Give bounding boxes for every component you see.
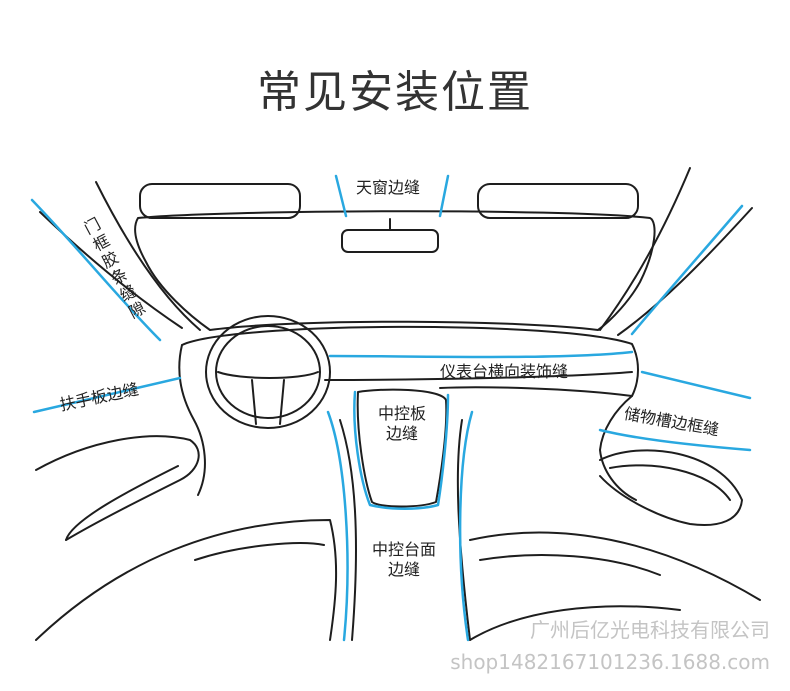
center-panel-label-line1: 中控板 (377, 404, 426, 423)
left-sun-visor (139, 183, 301, 219)
storage-seam-upper (640, 370, 752, 400)
page-title: 常见安装位置 (257, 67, 533, 118)
dashboard-trim (324, 371, 633, 381)
center-console-label-line1: 中控台面 (371, 540, 436, 559)
center-panel-label-line2: 边缝 (385, 424, 418, 443)
center-console-label: 中控台面 边缝 (364, 540, 444, 580)
right-door-handle (599, 449, 743, 526)
company-watermark: 广州后亿光电科技有限公司 (530, 618, 770, 642)
rearview-mirror (341, 229, 439, 253)
armrest-seam (32, 376, 182, 414)
door-frame-seam-left (30, 198, 162, 342)
steering-wheel-outer (205, 315, 331, 429)
right-a-pillar-inner (617, 207, 753, 336)
center-console-label-line2: 边缝 (387, 560, 420, 579)
center-panel (356, 388, 448, 508)
right-sun-visor (477, 183, 639, 219)
right-seat-top (479, 554, 661, 576)
left-seat (35, 519, 338, 641)
dashboard-top (181, 325, 639, 397)
steering-wheel-inner (215, 325, 321, 419)
sunroof-seam-left (334, 174, 348, 218)
left-seat-top (194, 542, 325, 561)
console-seam-right (458, 410, 474, 642)
dashboard-trim-seam (328, 350, 634, 359)
right-door-handle-inner (609, 464, 731, 501)
dashboard-label: 仪表台横向装饰缝 (440, 362, 569, 381)
windshield (134, 210, 656, 331)
storage-seam-lower (598, 428, 752, 452)
console-left-edge (339, 419, 357, 641)
sunroof-label: 天窗边缝 (356, 178, 421, 197)
steering-column (251, 379, 285, 425)
left-a-pillar (95, 181, 201, 331)
door-frame-seam-right (630, 204, 744, 336)
right-seat (469, 531, 761, 601)
dashboard-right (599, 395, 637, 501)
console-seam-left (326, 410, 349, 642)
right-seat-bottom (469, 605, 681, 641)
shop-watermark: shop1482167101236.1688.com (450, 650, 770, 674)
console-right-edge (456, 419, 471, 641)
sunroof-seam-right (438, 174, 450, 218)
center-panel-seam (353, 390, 450, 510)
steering-spoke (217, 371, 319, 379)
center-panel-label: 中控板 边缝 (368, 404, 436, 444)
left-door-handle (35, 435, 200, 541)
dashboard-left (178, 344, 206, 496)
left-door-handle-inner (65, 465, 179, 541)
right-a-pillar (599, 167, 691, 331)
